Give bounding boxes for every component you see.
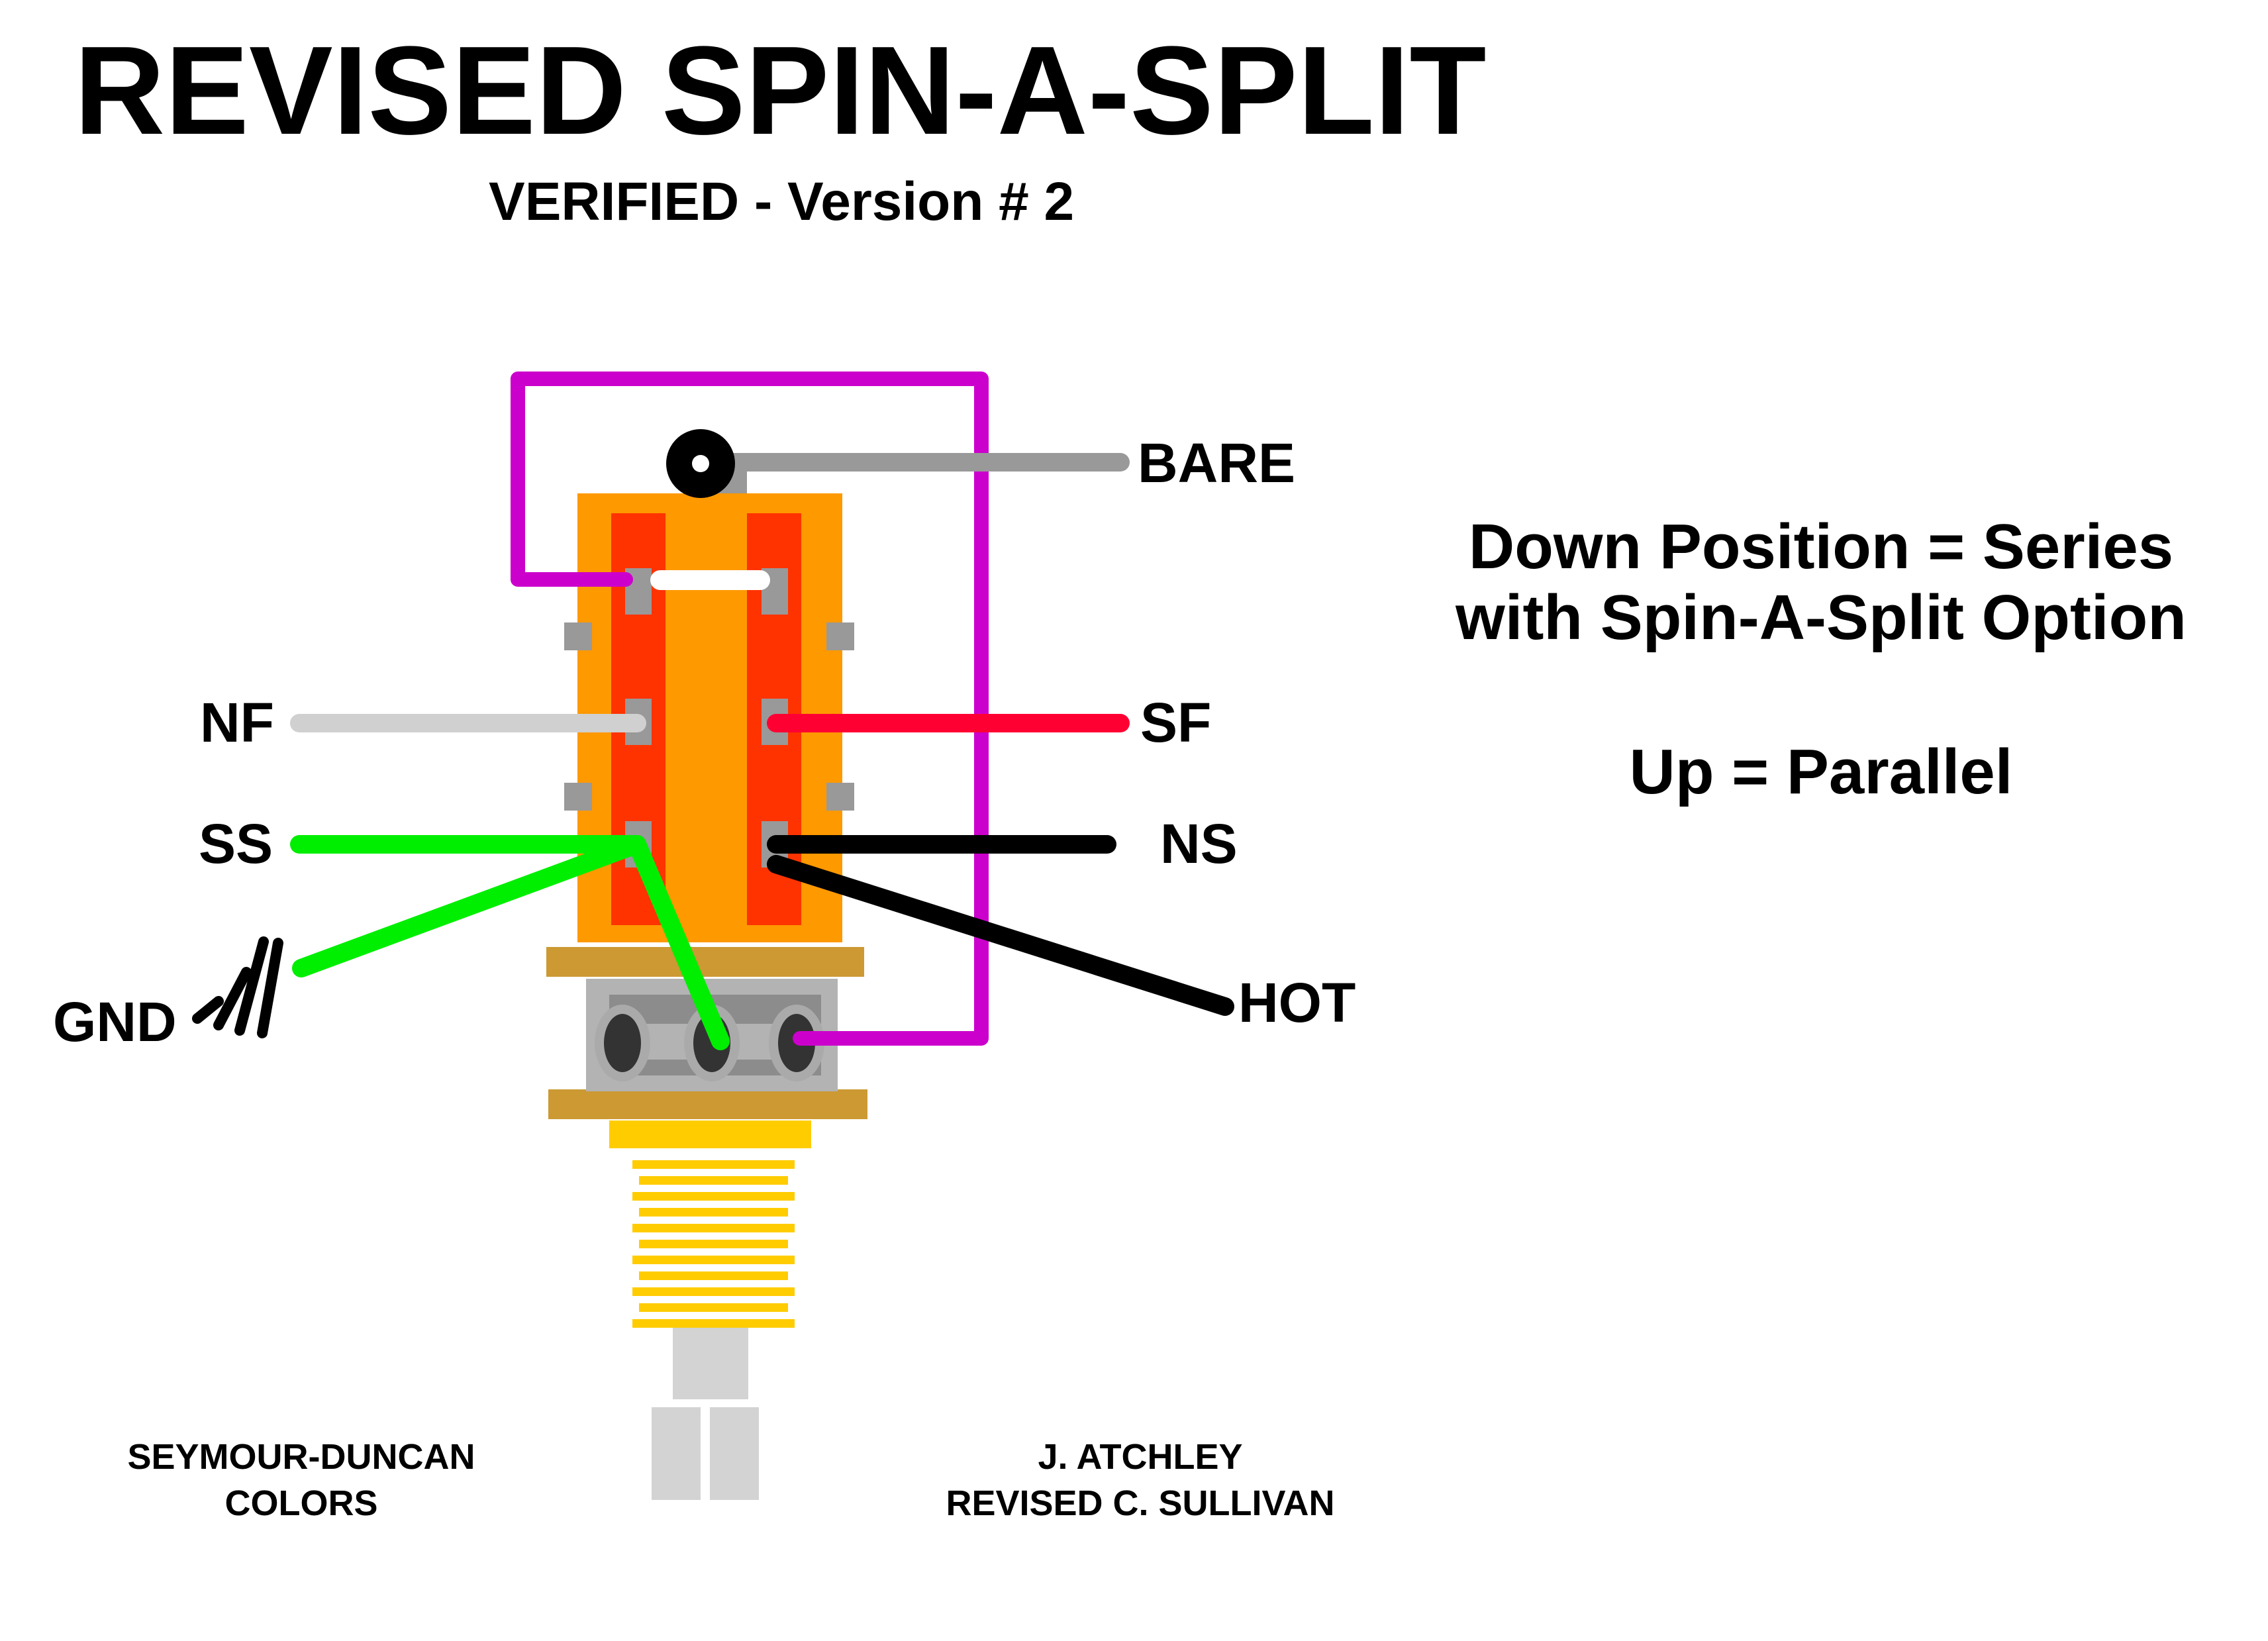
pot-thread-line [632,1256,795,1264]
credit-author-line1: J. ATCHLEY [1038,1437,1242,1477]
pot-thread-line [632,1160,795,1169]
switch-side-tab [826,783,854,811]
wire-purple-jumper [511,372,989,1046]
wire-hot [767,855,1234,1016]
pot-thread-line [632,1224,795,1232]
label-gnd: GND [53,991,177,1053]
switch-side-tab [564,783,592,811]
pot-thread-line [632,1192,795,1201]
label-bare: BARE [1138,432,1295,494]
pot-shaft [673,1328,748,1399]
label-hot: HOT [1238,971,1356,1034]
credit-author-line2: REVISED C. SULLIVAN [946,1483,1334,1523]
note-up-parallel: Up = Parallel [1630,736,2013,807]
pot-upper-plate [546,947,864,977]
label-ns: NS [1160,813,1238,875]
pot-thread-line [639,1240,788,1248]
pot-thread-line [639,1303,788,1312]
credit-colors-line1: SEYMOUR-DUNCAN [128,1437,475,1477]
pot-thread-line [632,1319,795,1328]
pot-shaft-tip-right [710,1407,759,1500]
note-spin-a-split-option: with Spin-A-Split Option [1455,582,2187,653]
ground-symbol [192,936,283,1038]
pot-lower-plate [548,1089,867,1119]
diagram-subtitle: VERIFIED - Version # 2 [489,172,1074,232]
label-ss: SS [199,813,273,875]
diagram-title: REVISED SPIN-A-SPLIT [74,21,1487,161]
note-down-position: Down Position = Series [1469,511,2173,582]
pot-thread-line [632,1287,795,1296]
label-sf: SF [1140,691,1211,754]
credit-colors-line2: COLORS [224,1483,377,1523]
pot-thread-line [639,1208,788,1217]
wire-gnd [292,835,646,977]
pot-shaft-tip-left [652,1407,701,1500]
pot-thread-line [639,1271,788,1280]
pot-thread-line [639,1176,788,1185]
switch-side-tab [826,622,854,650]
pot-bushing-thread [632,1160,795,1328]
switch-side-tab [564,622,592,650]
pot-bushing-collar [609,1120,811,1148]
label-nf: NF [200,691,274,754]
